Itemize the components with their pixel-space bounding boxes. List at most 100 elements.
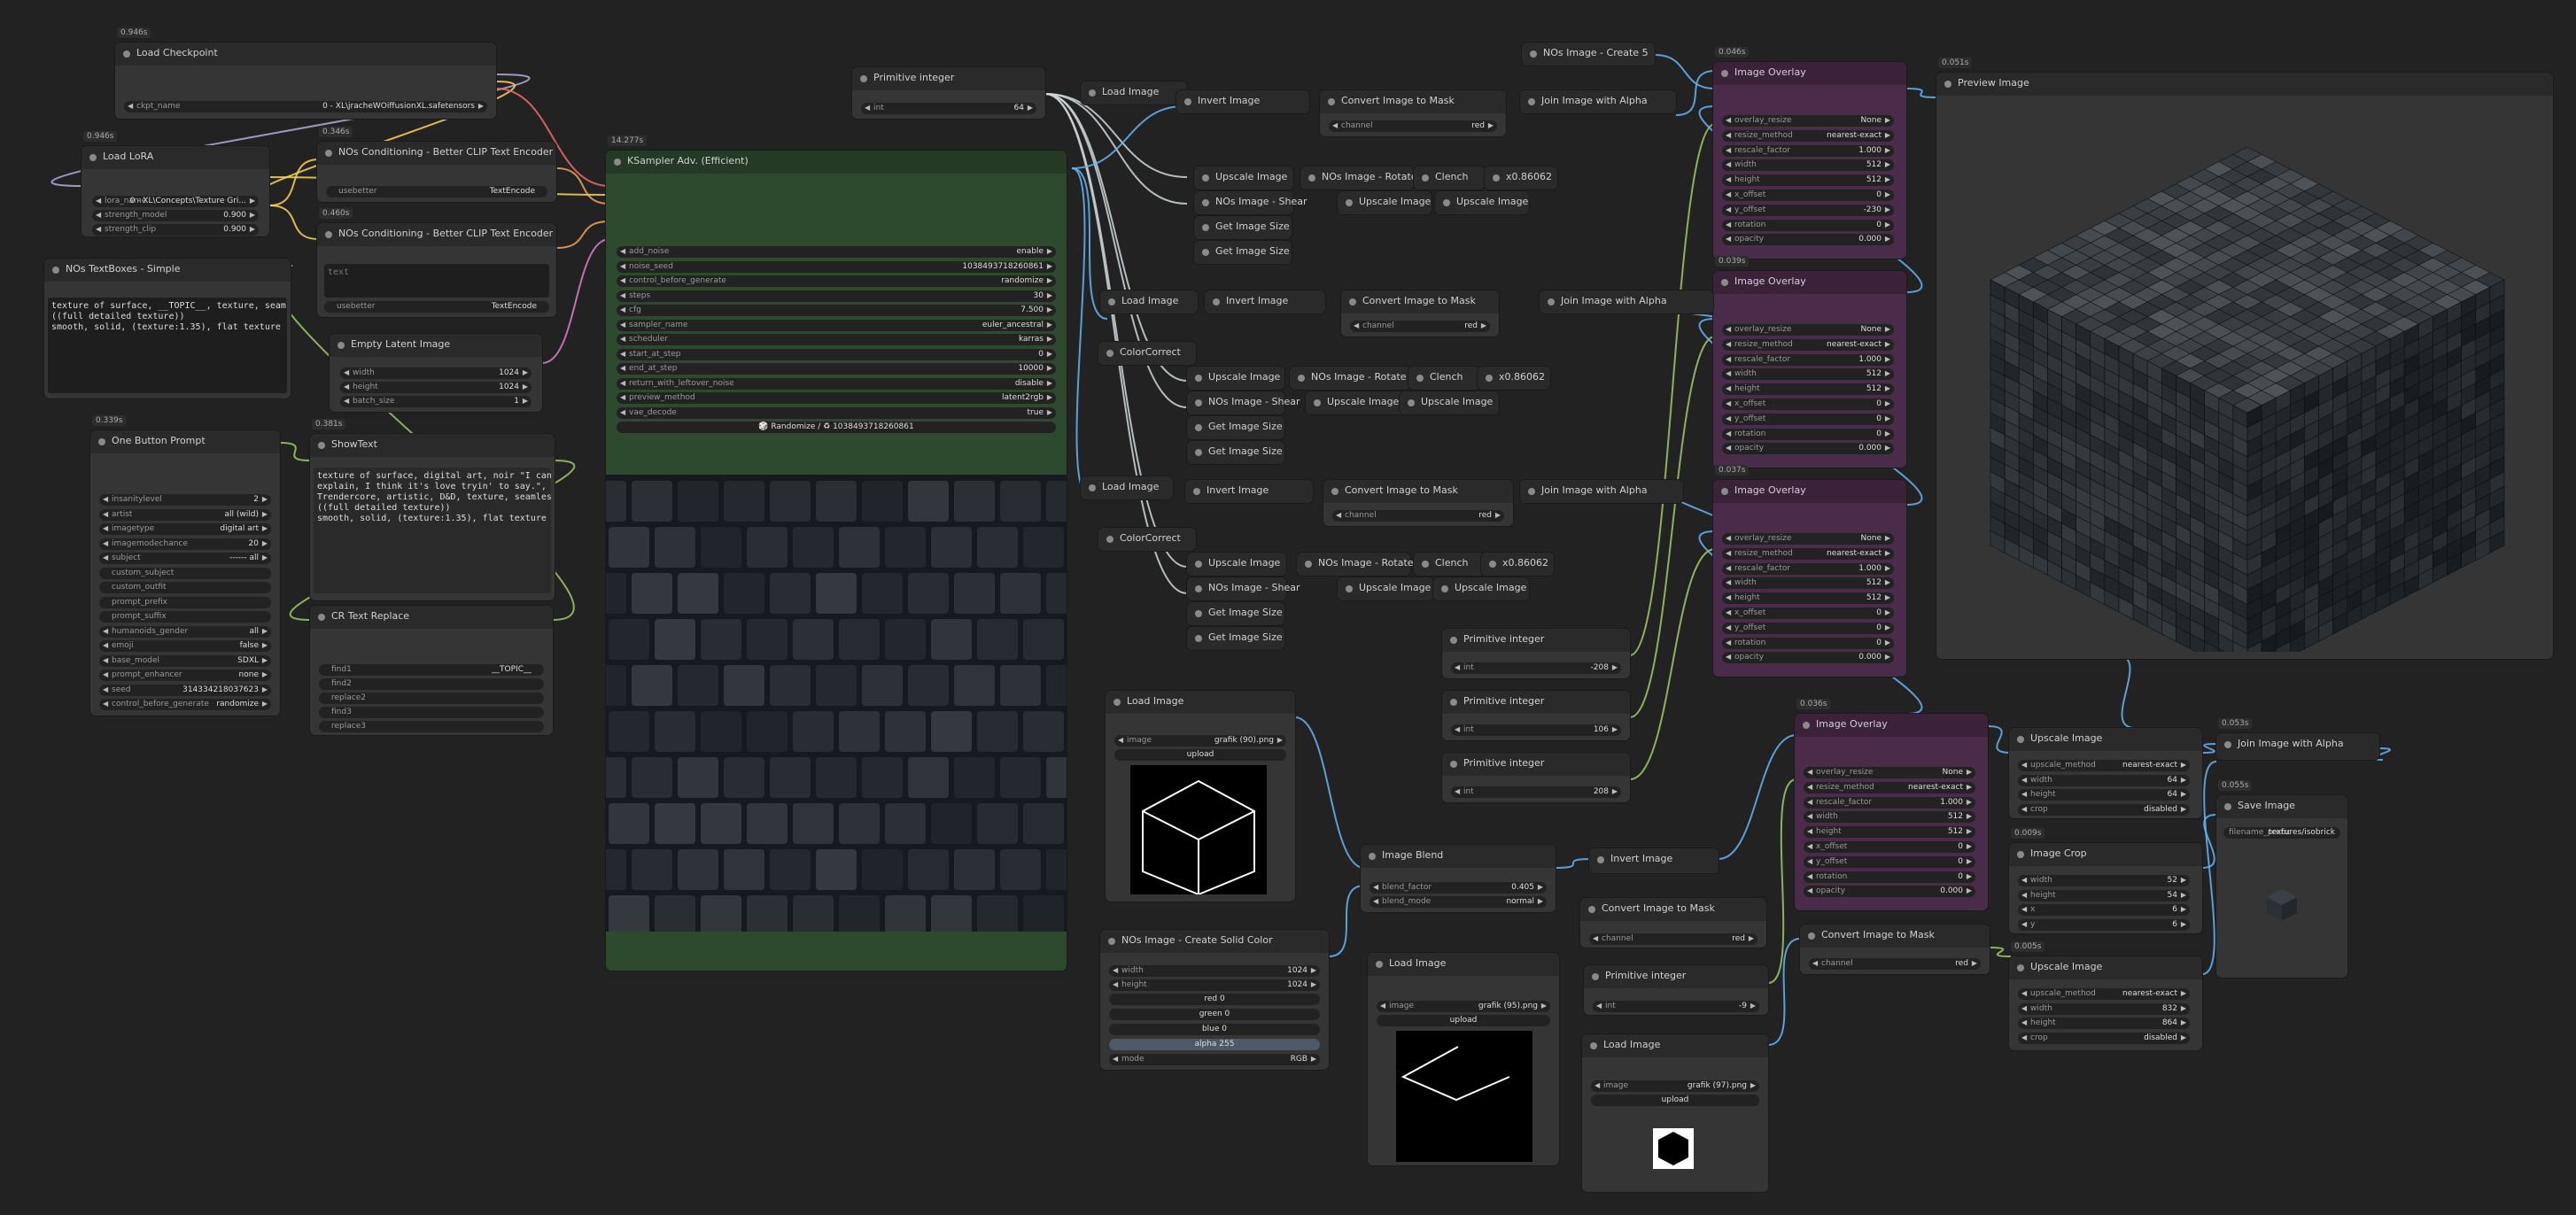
node-ups2c[interactable]: Upscale Image [1400,391,1499,414]
arrow-right-icon[interactable]: ▶ [522,397,528,405]
node-header[interactable]: Invert Image [1185,480,1313,503]
arrow-right-icon[interactable]: ▶ [261,626,268,635]
arrow-left-icon[interactable]: ◀ [620,335,626,343]
node-rot3[interactable]: NOs Image - Rotate [1297,553,1414,576]
node-ups3c[interactable]: Upscale Image [1433,577,1529,600]
node-header[interactable]: Image Overlay [1713,271,1906,294]
node-preview-image[interactable]: 0.051s Preview Image [1936,58,2553,659]
node-primitive-integer-a[interactable]: Primitive integer ◀int-208▶ [1442,629,1630,678]
arrow-right-icon[interactable]: ▶ [1884,444,1890,453]
collapse-dot-icon[interactable] [52,267,59,274]
node-header[interactable]: Upscale Image [1338,577,1433,600]
arrow-left-icon[interactable]: ◀ [2021,761,2028,769]
arrow-right-icon[interactable]: ▶ [1276,736,1283,744]
collapse-dot-icon[interactable] [1195,449,1202,456]
arrow-left-icon[interactable]: ◀ [1113,1055,1119,1063]
arrow-right-icon[interactable]: ▶ [2180,876,2186,884]
arrow-left-icon[interactable]: ◀ [1726,578,1732,587]
link-wire[interactable] [541,238,610,364]
arrow-left-icon[interactable]: ◀ [103,700,109,708]
arrow-right-icon[interactable]: ▶ [2180,905,2186,913]
node-header[interactable]: Upscale Image [1400,391,1499,414]
arrow-right-icon[interactable]: ▶ [1310,980,1316,988]
arrow-right-icon[interactable]: ▶ [1884,220,1890,228]
arrow-left-icon[interactable]: ◀ [1726,190,1732,198]
link-wire[interactable] [1044,93,1188,382]
collapse-dot-icon[interactable] [1089,484,1096,491]
collapse-dot-icon[interactable] [1489,561,1496,568]
collapse-dot-icon[interactable] [1721,70,1728,77]
collapse-dot-icon[interactable] [1195,610,1202,617]
arrow-left-icon[interactable]: ◀ [103,495,109,503]
link-wire[interactable] [1905,88,1937,98]
arrow-left-icon[interactable]: ◀ [1332,121,1338,129]
node-header[interactable]: Join Image with Alpha [1540,290,1713,313]
node-showtext[interactable]: 0.381s ShowText texture of surface, digi… [310,419,555,600]
arrow-right-icon[interactable]: ▶ [261,553,268,561]
collapse-dot-icon[interactable] [614,159,621,166]
collapse-dot-icon[interactable] [1089,89,1096,97]
arrow-right-icon[interactable]: ▶ [1487,121,1494,129]
arrow-right-icon[interactable]: ▶ [1884,593,1890,602]
collapse-dot-icon[interactable] [1195,635,1202,642]
node-li2[interactable]: Load Image [1100,290,1198,313]
collapse-dot-icon[interactable] [1202,224,1209,231]
arrow-left-icon[interactable]: ◀ [620,261,626,270]
node-cc2[interactable]: ColorCorrect [1098,342,1196,365]
arrow-right-icon[interactable]: ▶ [2180,790,2186,798]
arrow-left-icon[interactable]: ◀ [1726,325,1732,333]
node-header[interactable]: Image Overlay [1795,714,1988,737]
collapse-dot-icon[interactable] [2224,803,2231,810]
node-header[interactable]: Upscale Image [1435,191,1529,214]
arrow-left-icon[interactable]: ◀ [344,383,350,391]
arrow-right-icon[interactable]: ▶ [1884,534,1890,542]
node-header[interactable]: Load Image [1368,953,1559,976]
link-wire[interactable] [1675,70,1716,116]
arrow-right-icon[interactable]: ▶ [1966,842,1972,850]
node-header[interactable]: Image Crop [2009,843,2202,866]
arrow-right-icon[interactable]: ▶ [261,685,268,693]
find1-field[interactable]: find1__TOPIC__ [319,664,544,676]
obp-custom_subject-field[interactable]: custom_subject [99,567,271,579]
arrow-right-icon[interactable]: ▶ [1884,354,1890,363]
node-header[interactable]: Primitive integer [1442,629,1630,652]
node-cr-text-replace[interactable]: CR Text Replace find1__TOPIC__ find2 rep… [310,606,553,735]
node-join2[interactable]: Join Image with Alpha [1540,290,1713,313]
arrow-right-icon[interactable]: ▶ [261,495,268,503]
node-header[interactable]: Image Blend [1361,845,1556,868]
arrow-right-icon[interactable]: ▶ [261,655,268,664]
link-wire[interactable] [2201,743,2217,754]
arrow-right-icon[interactable]: ▶ [1884,563,1890,572]
collapse-dot-icon[interactable] [318,614,325,621]
green-slider[interactable]: green 0 [1109,1009,1320,1020]
collapse-dot-icon[interactable] [1195,375,1202,382]
node-header[interactable]: Clench [1414,553,1485,576]
arrow-right-icon[interactable]: ▶ [1966,768,1972,776]
collapse-dot-icon[interactable] [1202,199,1209,206]
arrow-left-icon[interactable]: ◀ [2021,775,2028,784]
arrow-left-icon[interactable]: ◀ [1726,548,1732,557]
